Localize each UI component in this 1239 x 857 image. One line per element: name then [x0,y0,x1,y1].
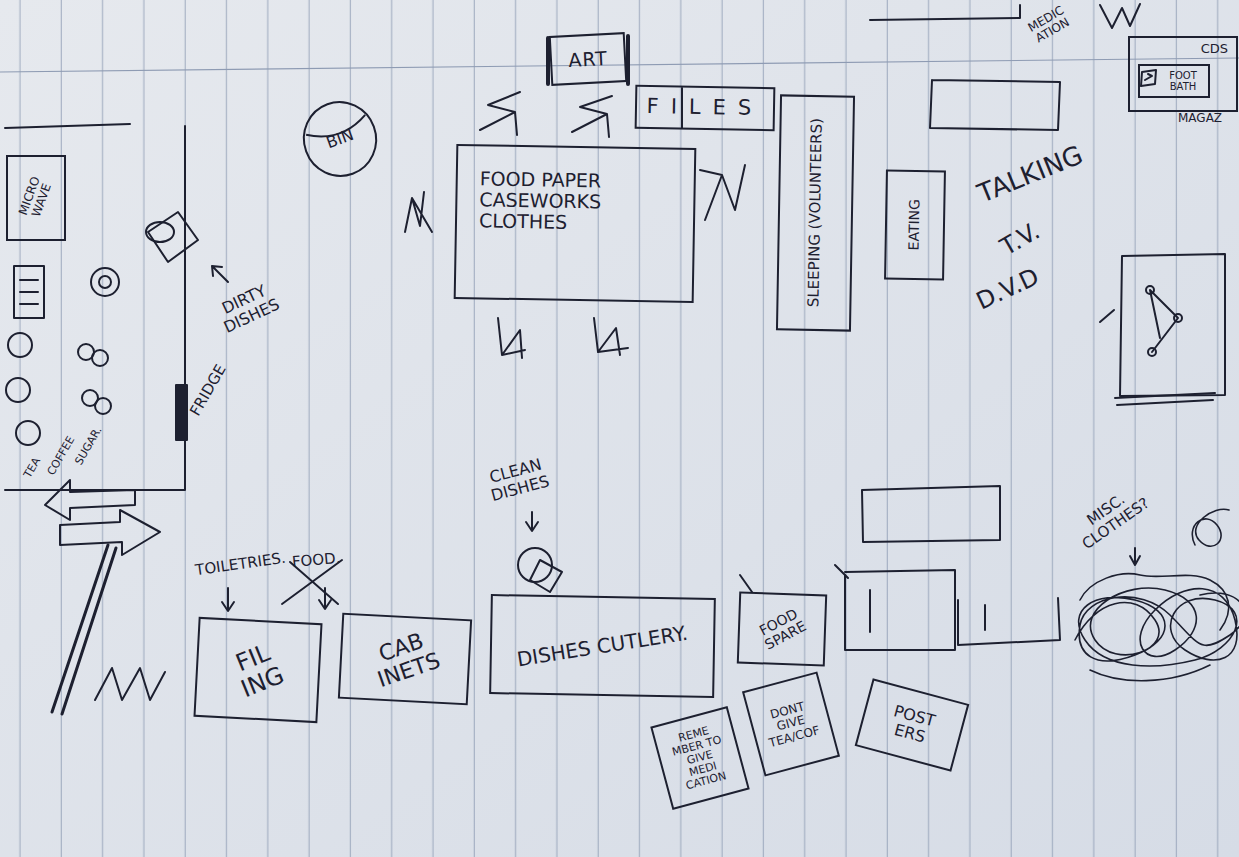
filing-box: FIL ING [193,617,322,723]
kettle-symbol [91,268,119,296]
node-text: FIL ING [228,637,288,702]
chair-symbol [480,92,520,135]
leader-arrow [212,266,228,282]
node-text: FILES [647,95,764,120]
mug-symbol [92,350,108,366]
couch-symbol [845,570,955,650]
foot-bath-box: FOOT BATH [1138,64,1210,98]
tv-symbol [1148,348,1156,356]
shelf-box: CDS FOOT BATH [1128,36,1238,112]
tv-symbol [1174,314,1182,322]
node-text: FOOD PAPER CASEWORKS CLOTHES [479,168,602,233]
shelf-bracket [548,36,628,84]
margin-line [0,58,1239,72]
node-text: EATING [907,199,923,251]
node-text: DISHES CUTLERY. [516,622,690,671]
node-text: BIN [324,126,356,152]
tray-symbol [14,266,44,318]
chair-symbol [594,318,628,355]
foot-bath-icon [1145,74,1152,80]
table-box: FOOD PAPER CASEWORKS CLOTHES [454,144,697,303]
node-text: CAB INETS [367,626,443,693]
node-text: ART [568,48,608,71]
dish-symbol [146,222,174,242]
node-text: FOOT BATH [1169,70,1197,92]
microwave-box: MICRO WAVE [6,155,66,241]
dish-symbol [518,548,552,582]
food-spare-box: FOOD SPARE [737,591,827,666]
stove-ring [6,378,30,402]
chair-symbol [572,96,612,137]
tv-symbol [1150,290,1178,352]
node-text: MICRO WAVE [17,175,55,222]
chair-symbol [700,165,745,220]
stove-ring [8,333,32,357]
door-arrow [45,480,135,520]
tray-symbol [20,280,38,304]
node-text: POST ERS [887,703,937,748]
couch-symbol [958,598,1060,645]
table-outline [862,486,1000,542]
dish-rack-symbol [530,560,562,592]
clothes-pile [1192,509,1229,546]
leader-arrow [222,588,234,611]
tv-symbol [1146,286,1154,294]
tv-unit [1120,254,1225,396]
door-pole [52,545,116,714]
leader-arrow [319,588,331,609]
node-text: CDS [1201,42,1228,56]
foot-bath-icon [1141,70,1156,86]
mug-symbol [95,398,111,414]
shelf-box: ART [549,32,628,86]
crossed-out-label: FOOD. [291,550,341,571]
bin-outline [294,92,387,186]
door-arrow [60,510,160,555]
stove-ring [16,421,40,445]
shelf-outline [1115,393,1215,405]
files-box: FILES [635,85,776,131]
sketch-stroke [740,565,848,592]
kettle-symbol [99,276,111,288]
kitchen-counter [5,124,185,490]
sleeping-area-box: SLEEPING (VOLUNTEERS) [776,94,855,331]
cutlery-box: DISHES CUTLERY. [489,594,716,698]
clothes-pile [1080,574,1229,681]
fridge-symbol [176,385,187,440]
sketch-stroke [1100,310,1114,322]
cabinets-box: CAB INETS [338,613,472,706]
node-text: DONT GIVE TEA/COF [760,698,822,750]
scribble-mark [1100,4,1140,28]
chair-symbol [405,192,432,232]
leader-arrow [1130,548,1140,565]
eating-table-box: EATING [884,169,946,280]
clothes-pile [1075,588,1239,666]
table-outline [930,80,1060,130]
magazines-label: MAGAZ [1178,112,1222,125]
scribble-mark [95,668,165,700]
node-text: FOOD SPARE [755,605,809,653]
shelf-outline [870,5,1020,20]
chair-symbol [498,318,525,358]
leader-arrow [526,512,538,531]
node-text: REME MBER TO GIVE MEDI CATION [666,722,734,794]
node-text: SLEEPING (VOLUNTEERS) [806,118,826,308]
